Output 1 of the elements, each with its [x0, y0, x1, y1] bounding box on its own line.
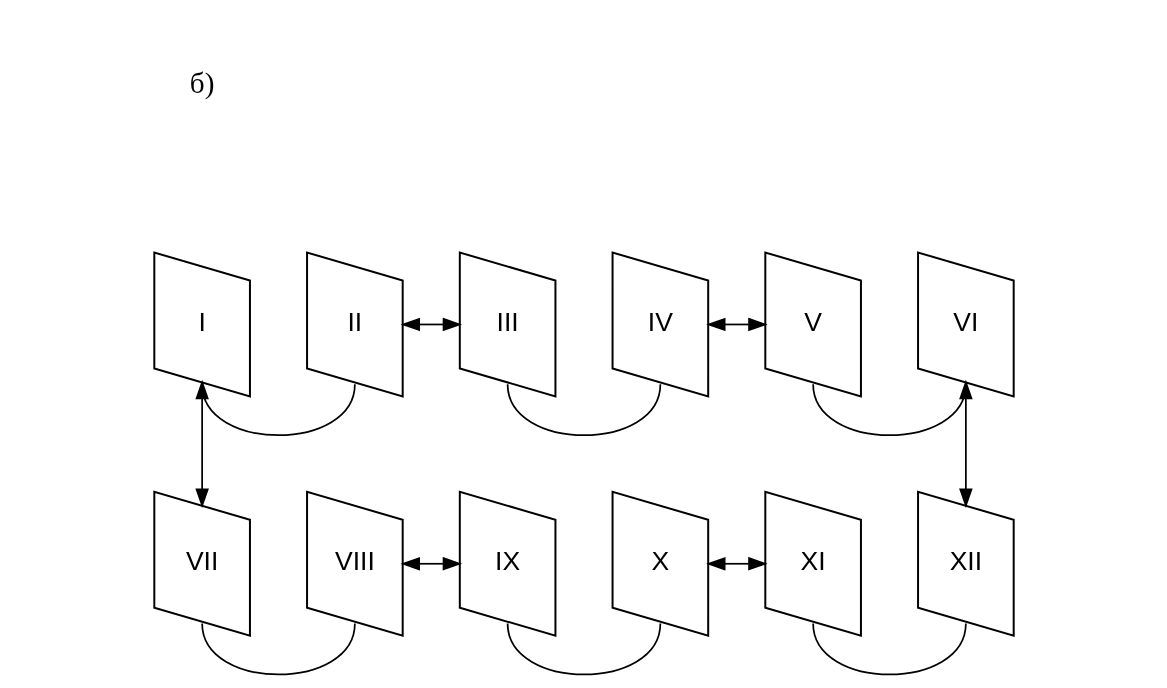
label: б): [189, 66, 214, 99]
